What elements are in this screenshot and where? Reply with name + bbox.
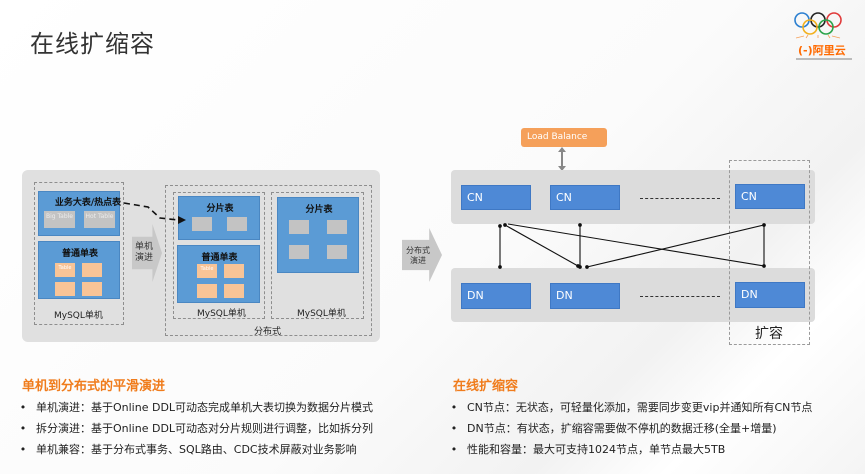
section-title-evolution: 单机到分布式的平滑演进 <box>22 379 166 394</box>
cn-ellipsis <box>640 198 720 199</box>
bullet-text: 单机演进：基于Online DDL可动态完成单机大表切换为数据分片模式 <box>36 401 374 414</box>
bullet-dot: • <box>450 401 458 414</box>
expand-label: 扩容 <box>755 326 783 342</box>
shard-cell <box>327 220 347 234</box>
bullet-text: DN节点：有状态，扩缩容需要做不停机的数据迁移(全量+增量) <box>467 422 777 435</box>
shard-cell <box>289 245 309 259</box>
table-cell <box>82 282 102 296</box>
mysql-node-2 <box>271 192 364 319</box>
link-cn1-dn3 <box>507 223 765 267</box>
bullet-dot: • <box>450 422 458 435</box>
bullet-item: • 单机兼容：基于分布式事务、SQL路由、CDC技术屏蔽对业务影响 <box>16 439 373 460</box>
dn-ellipsis <box>640 296 720 297</box>
bullet-item: • 拆分演进：基于Online DDL可动态对分片规则进行调整，比如拆分列 <box>16 418 373 439</box>
olympic-rings-icon <box>794 12 842 39</box>
shard-cell <box>227 217 247 231</box>
table-cell <box>224 284 244 298</box>
bullet-text: 性能和容量：最大可支持1024节点，单节点最大5TB <box>467 443 726 456</box>
section-title-scaling: 在线扩缩容 <box>453 379 519 394</box>
expand-region <box>729 160 810 345</box>
table-cell: Table <box>55 263 75 277</box>
dn-node-3: DN <box>735 282 805 308</box>
hot-table: Hot Table <box>84 211 115 228</box>
page-title: 在线扩缩容 <box>30 30 155 58</box>
alibaba-cloud-logo: (-)阿里云 <box>790 8 860 68</box>
bullet-dot: • <box>450 443 458 456</box>
shard-cell <box>192 217 212 231</box>
distributed-evolve-label: 分布式演进 <box>406 246 430 265</box>
mysql-node-2-label: MySQL单机 <box>297 309 346 319</box>
table-cell <box>197 284 217 298</box>
mysql-node-1 <box>173 192 265 319</box>
distributed-label: 分布式 <box>254 327 282 337</box>
hot-table-box: 业务大表/热点表 Big Table Hot Table <box>38 191 121 236</box>
normal-table-box-2: 普通单表 Table <box>177 245 260 303</box>
normal-table-box: 普通单表 Table <box>38 241 120 299</box>
single-evolve-label: 单机演进 <box>134 242 153 263</box>
table-cell <box>82 263 102 277</box>
single-mysql-container <box>34 182 124 325</box>
shard-table-box-1: 分片表 <box>178 196 260 240</box>
link-dn2-cn3 <box>586 224 765 268</box>
table-cell: Table <box>197 264 217 278</box>
bullet-dot: • <box>19 401 27 414</box>
bullet-text: 拆分演进：基于Online DDL可动态对分片规则进行调整，比如拆分列 <box>36 422 374 435</box>
cn-node-2: CN <box>550 185 620 210</box>
big-table: Big Table <box>44 211 75 228</box>
bullet-text: CN节点：无状态，可轻量化添加，需要同步变更vip并通知所有CN节点 <box>467 401 813 414</box>
hot-table-title: 业务大表/热点表 <box>54 198 122 208</box>
table-cell <box>224 264 244 278</box>
lb-cn-arrow <box>558 147 566 171</box>
scaling-bullets: • CN节点：无状态，可轻量化添加，需要同步变更vip并通知所有CN节点 • DN节… <box>447 397 813 460</box>
evolution-bullets: • 单机演进：基于Online DDL可动态完成单机大表切换为数据分片模式 • 拆分… <box>16 397 373 460</box>
shard-cell <box>327 245 347 259</box>
bullet-dot: • <box>19 422 27 435</box>
normal-table-title: 普通单表 <box>61 249 98 259</box>
distributed-container <box>165 185 372 336</box>
bullet-dot: • <box>19 443 27 456</box>
logo-tagline <box>796 58 852 60</box>
bullet-item: • DN节点：有状态，扩缩容需要做不停机的数据迁移(全量+增量) <box>447 418 812 439</box>
dn-node-1: DN <box>461 283 531 309</box>
shard-table-box-2: 分片表 <box>277 197 359 273</box>
shard-table-title-2: 分片表 <box>305 205 333 215</box>
bullet-text: 单机兼容：基于分布式事务、SQL路由、CDC技术屏蔽对业务影响 <box>36 443 357 456</box>
cn-node-1: CN <box>461 185 531 210</box>
link-cn1-dn2 <box>504 224 579 267</box>
bullet-item: • 单机演进：基于Online DDL可动态完成单机大表切换为数据分片模式 <box>16 397 373 418</box>
shard-table-title-1: 分片表 <box>206 204 234 214</box>
bullet-item: • 性能和容量：最大可支持1024节点，单节点最大5TB <box>447 439 812 460</box>
bullet-item: • CN节点：无状态，可轻量化添加，需要同步变更vip并通知所有CN节点 <box>447 397 813 418</box>
cn-node-3: CN <box>735 184 805 209</box>
table-cell <box>55 282 75 296</box>
mysql-node-1-label: MySQL单机 <box>197 309 246 319</box>
brand-text: (-)阿里云 <box>798 44 846 57</box>
normal-table-title-2: 普通单表 <box>201 253 238 263</box>
shard-cell <box>289 220 309 234</box>
dn-node-2: DN <box>550 283 620 309</box>
mysql-single-label: MySQL单机 <box>54 311 103 321</box>
load-balance-box: Load Balance <box>521 128 607 147</box>
